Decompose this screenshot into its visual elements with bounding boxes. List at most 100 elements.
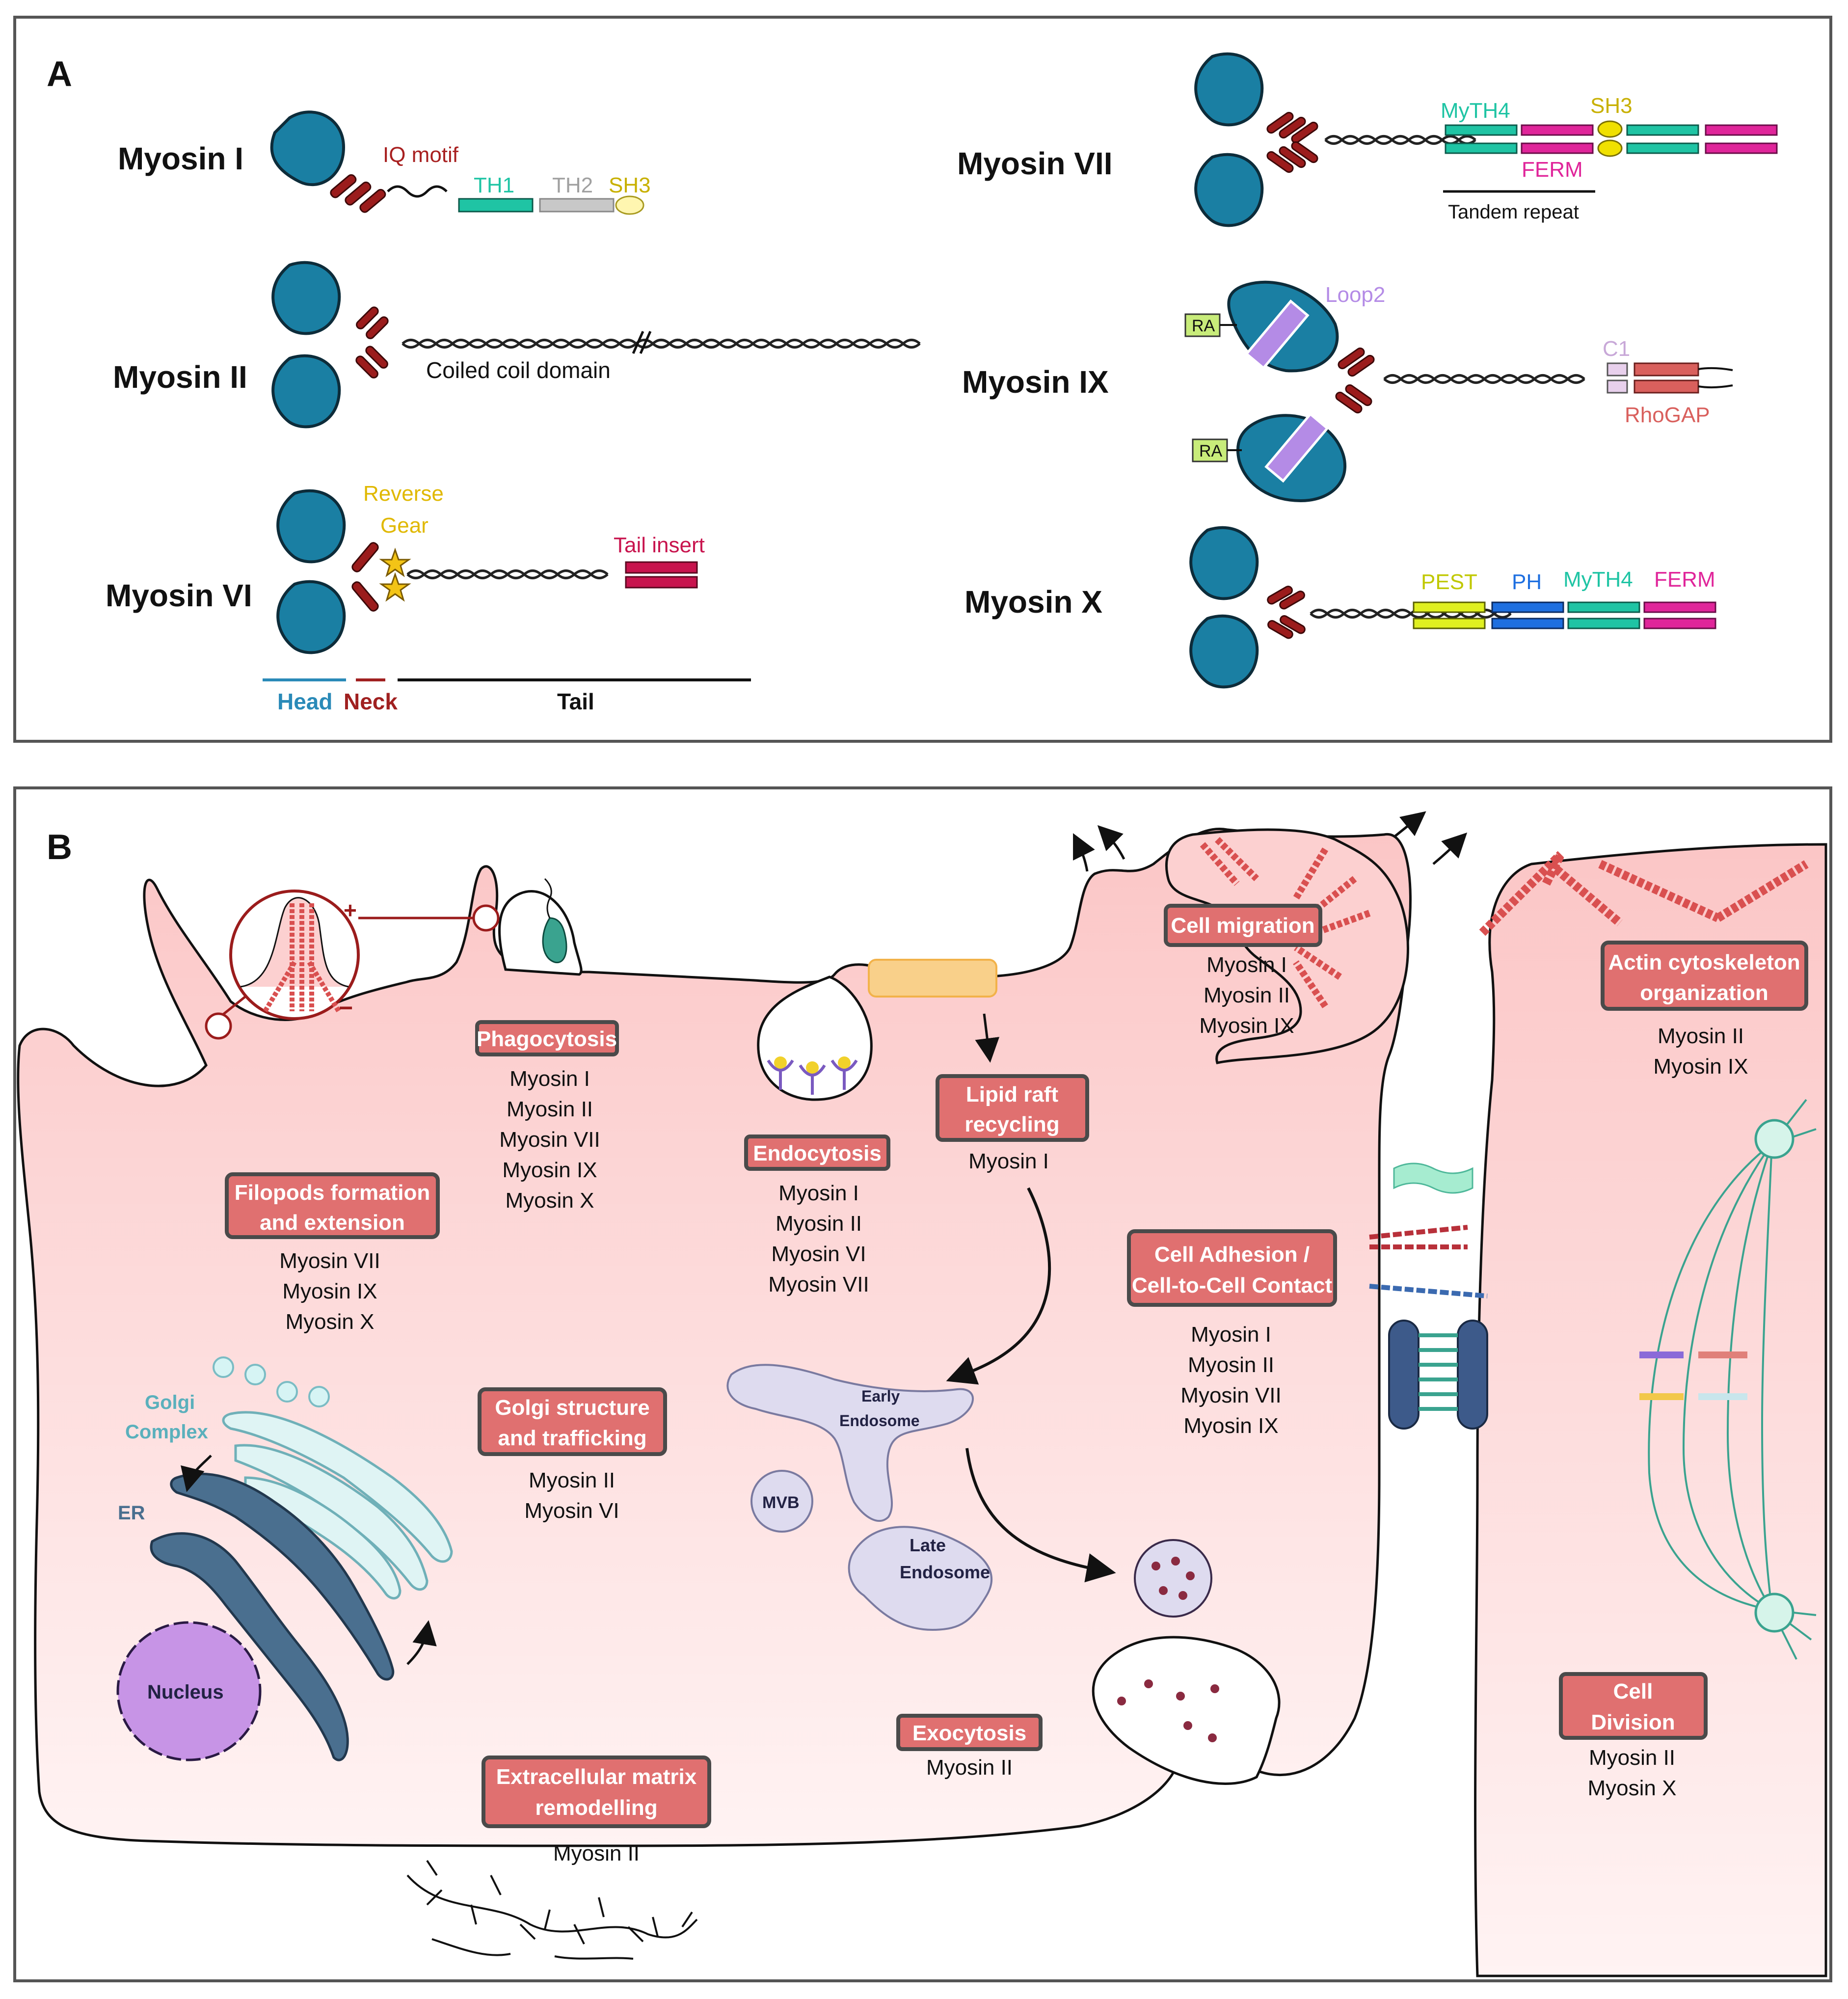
cell-migration-myosin-1: Myosin I [1206, 953, 1287, 977]
chromosomes [1639, 1351, 1747, 1400]
migration-actin [1200, 837, 1371, 1008]
th2-domain [539, 198, 615, 213]
c1-domain-2 [1607, 379, 1628, 394]
myosin-x-ferm-label: FERM [1654, 567, 1715, 592]
myosin-x-head-1 [1189, 526, 1259, 600]
myosin-vi-neck-1 [351, 542, 379, 572]
tandem-repeat-label: Tandem repeat [1448, 201, 1579, 223]
th1-domain [458, 198, 534, 213]
bacterium [542, 917, 567, 964]
filopods-title-2: and extension [260, 1211, 405, 1235]
cell-migration-myosin-3: Myosin IX [1199, 1014, 1294, 1038]
endoplasmic-reticulum [150, 1472, 395, 1761]
rhogap-domain-1 [1634, 362, 1699, 377]
phagocytosis-myosin-1: Myosin I [509, 1067, 590, 1091]
c1-label: C1 [1603, 337, 1630, 361]
actin-myosin-1: Myosin II [1658, 1024, 1744, 1048]
gear-label: Gear [380, 513, 429, 538]
cell-adhesion-myosin-3: Myosin VII [1180, 1383, 1281, 1407]
box-cell-migration: Cell migration [1164, 904, 1322, 947]
cell-migration-myosin-2: Myosin II [1204, 983, 1290, 1007]
iq-motif-label: IQ motif [383, 143, 459, 167]
c1-domain-1 [1607, 362, 1628, 377]
th2-label: TH2 [552, 173, 593, 197]
nucleus [116, 1621, 262, 1761]
box-golgi: Golgi structure and trafficking [478, 1387, 667, 1456]
cell-division-title-2: Division [1591, 1710, 1675, 1734]
plus-end-label: + [344, 897, 357, 923]
ecm-title-2: remodelling [535, 1796, 657, 1820]
myosin-x-neck [1267, 586, 1306, 639]
filopods-myosin-3: Myosin X [286, 1310, 375, 1334]
box-actin-organization: Actin cytoskeleton organization [1601, 941, 1808, 1011]
endocytosis-myosin-3: Myosin VI [771, 1242, 866, 1266]
exocytic-vesicle [1092, 1636, 1281, 1785]
pest-domain-2 [1413, 618, 1486, 629]
myosin-vii-name: Myosin VII [957, 146, 1113, 181]
endocytosis-myosin-2: Myosin II [776, 1212, 862, 1236]
myosin-x-head-2 [1189, 614, 1259, 689]
neck-legend-label: Neck [344, 689, 398, 714]
myosin-vi-head-2 [276, 580, 346, 654]
exocytosis-myosin-1: Myosin II [926, 1756, 1013, 1780]
box-exocytosis: Exocytosis [896, 1714, 1043, 1751]
myosin-x-ferm-2 [1643, 618, 1716, 629]
rhogap-domain-2 [1634, 379, 1699, 394]
myosin-ix-loop2-2 [1264, 412, 1329, 483]
th1-label: TH1 [474, 173, 514, 197]
golgi-myosin-1: Myosin II [529, 1468, 615, 1492]
ra-label-1: RA [1192, 317, 1215, 335]
ph-domain-2 [1491, 618, 1564, 629]
golgi-vesicles [213, 1356, 330, 1407]
late-endosome [848, 1526, 993, 1631]
box-endocytosis: Endocytosis [744, 1135, 890, 1171]
lipid-raft [868, 959, 997, 998]
er-label: ER [118, 1502, 145, 1524]
migration-arrows [1073, 811, 1468, 872]
myosin-vii-head-1 [1194, 52, 1264, 127]
cell-division-myosin-2: Myosin X [1588, 1776, 1677, 1800]
box-phagocytosis: Phagocytosis [475, 1020, 619, 1056]
myosin-vii-myth4-label: MyTH4 [1441, 99, 1510, 123]
early-endosome [726, 1364, 974, 1522]
myosin-ix-loop2-1 [1245, 299, 1310, 370]
reverse-label: Reverse [363, 482, 444, 506]
cell-adhesion-myosin-4: Myosin IX [1183, 1414, 1278, 1438]
nucleus-label: Nucleus [147, 1681, 224, 1703]
cell-division-myosin-1: Myosin II [1589, 1746, 1675, 1770]
myosin-vii-myth4-1 [1445, 124, 1518, 136]
cell-migration-title: Cell migration [1171, 914, 1314, 938]
tail-legend-label: Tail [557, 689, 594, 714]
golgi-label-1: Golgi [145, 1392, 195, 1413]
myosin-ii-name: Myosin II [113, 359, 247, 395]
myosin-ix-name: Myosin IX [962, 364, 1109, 400]
exocytosis-title: Exocytosis [912, 1721, 1026, 1745]
sh3-label: SH3 [609, 173, 651, 197]
myosin-i-linker [387, 185, 448, 198]
mvb-label: MVB [762, 1493, 800, 1512]
sh3-domain [615, 195, 644, 215]
box-cell-division: Cell Division [1559, 1672, 1708, 1740]
endocytosis-myosin-1: Myosin I [778, 1181, 859, 1205]
tail-insert-domain-2 [625, 576, 698, 589]
coiled-coil-label: Coiled coil domain [426, 357, 611, 383]
golgi-myosin-2: Myosin VI [524, 1499, 619, 1523]
reverse-gear-star-2 [379, 572, 411, 602]
golgi-title-2: and trafficking [498, 1426, 646, 1450]
ra-label-2: RA [1199, 442, 1223, 460]
phagocytosis-myosin-3: Myosin VII [499, 1128, 600, 1152]
myosin-vii-sh3-label: SH3 [1590, 94, 1633, 118]
box-filopods: Filopods formation and extension [225, 1172, 440, 1239]
pest-domain-1 [1413, 601, 1486, 613]
ph-domain-1 [1491, 601, 1564, 613]
late-endosome-label-2: Endosome [900, 1562, 990, 1582]
cell-adhesion-title-2: Cell-to-Cell Contact [1132, 1273, 1333, 1297]
lysosome-cargo [1152, 1557, 1195, 1600]
lipid-raft-title-1: Lipid raft [966, 1082, 1059, 1107]
cell-adhesion-title-1: Cell Adhesion / [1154, 1243, 1310, 1267]
early-endosome-label-2: Endosome [839, 1412, 920, 1430]
myosin-vii-ferm-1 [1521, 124, 1594, 136]
cell-adhesion-myosin-2: Myosin II [1188, 1353, 1274, 1377]
myosin-x-name: Myosin X [964, 584, 1102, 620]
box-ecm: Extracellular matrix remodelling [482, 1756, 711, 1828]
